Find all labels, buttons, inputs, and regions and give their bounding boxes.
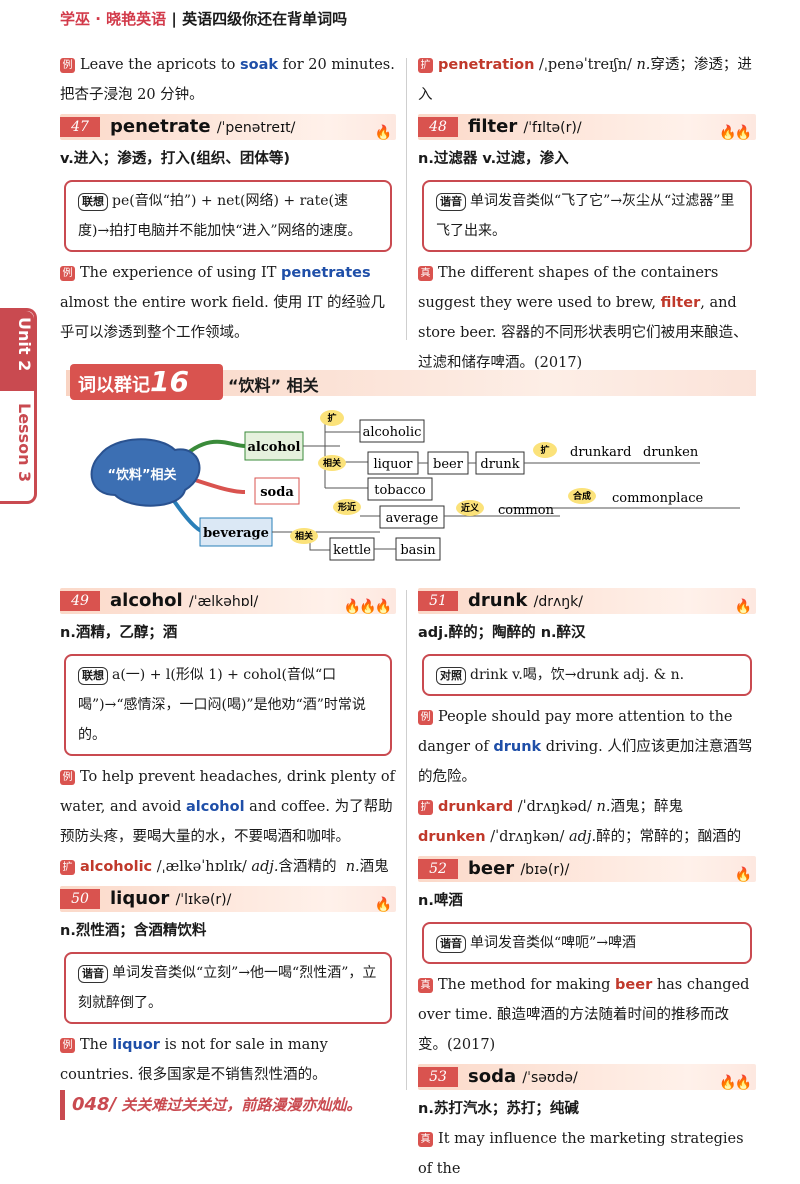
word-header-beer: 52 beer /bɪə(r)/ 🔥 — [418, 856, 756, 883]
word-header-filter: 48 filter /ˈfɪltə(r)/ 🔥🔥 — [418, 114, 756, 141]
word-penetrate: penetrate — [110, 116, 211, 137]
fire-icon: 🔥🔥 — [719, 1075, 752, 1091]
liquor-definition: n.烈性酒；含酒精饮料 — [60, 923, 207, 939]
map-center: “饮料”相关 — [107, 467, 176, 483]
side-lesson: Lesson 3 — [15, 403, 34, 483]
word-header-soda: 53 soda /ˈsəʊdə/ 🔥🔥 — [418, 1064, 756, 1091]
node-liquor: liquor — [373, 457, 413, 472]
alcohol-definition: n.酒精，乙醇；酒 — [60, 625, 178, 641]
word-alcohol: alcohol — [110, 590, 183, 611]
node-alcoholic: alcoholic — [363, 425, 422, 440]
beer-memo-box: 谐音单词发音类似“啤呃”→啤酒 — [422, 922, 752, 964]
fire-icon: 🔥🔥🔥 — [343, 599, 392, 615]
svg-text:相关: 相关 — [323, 457, 341, 469]
word-header-drunk: 51 drunk /drʌŋk/ 🔥 — [418, 588, 756, 615]
page-header: 学巫 · 晓艳英语 | 英语四级你还在背单词吗 — [60, 10, 348, 28]
word-beer: beer — [468, 858, 515, 879]
page-number: 048/ — [72, 1094, 117, 1115]
node-alcohol: alcohol — [247, 440, 300, 455]
word-liquor: liquor — [110, 888, 170, 909]
svg-text:近义: 近义 — [461, 502, 480, 514]
word-header-penetrate: 47 penetrate /ˈpenətreɪt/ 🔥 — [60, 114, 396, 141]
word-drunk: drunk — [468, 590, 528, 611]
filter-memo-box: 谐音单词发音类似“飞了它”→灰尘从“过滤器”里飞了出来。 — [422, 180, 752, 252]
node-drunkard: drunkard — [570, 445, 631, 460]
word-header-alcohol: 49 alcohol /ˈælkəhɒl/ 🔥🔥🔥 — [60, 588, 396, 615]
filter-definition: n.过滤器 v.过滤，渗入 — [418, 151, 569, 167]
word-filter: filter — [468, 116, 518, 137]
fire-icon: 🔥 — [374, 125, 392, 141]
group-subtitle: “饮料” 相关 — [228, 376, 319, 395]
svg-text:形近: 形近 — [338, 501, 356, 513]
footer-bar — [60, 1090, 65, 1120]
side-unit: Unit 2 — [15, 317, 34, 372]
fire-icon: 🔥 — [734, 599, 752, 615]
node-average: average — [386, 511, 439, 526]
svg-text:扩: 扩 — [327, 412, 336, 424]
side-tab: Unit 2 Lesson 3 — [0, 308, 37, 504]
svg-text:扩: 扩 — [540, 444, 549, 456]
fire-icon: 🔥 — [374, 897, 392, 913]
node-drunk: drunk — [480, 457, 519, 472]
node-beer: beer — [433, 457, 464, 472]
penetrate-definition: v.进入；渗透，打入(组织、团体等) — [60, 151, 291, 167]
soda-definition: n.苏打汽水；苏打；纯碱 — [418, 1101, 579, 1117]
node-beverage: beverage — [203, 526, 269, 541]
header-brand: 学巫 · 晓艳英语 — [60, 10, 167, 28]
drunken-extension: drunken /ˈdrʌŋkən/ adj.醉的；常醉的；酗酒的 — [418, 829, 742, 845]
header-title: 英语四级你还在背单词吗 — [182, 10, 348, 28]
beer-definition: n.啤酒 — [418, 893, 463, 909]
word-header-liquor: 50 liquor /ˈlɪkə(r)/ 🔥 — [60, 886, 396, 913]
node-tobacco: tobacco — [374, 483, 426, 498]
node-kettle: kettle — [333, 543, 371, 558]
fire-icon: 🔥 — [734, 867, 752, 883]
fire-icon: 🔥🔥 — [719, 125, 752, 141]
liquor-memo-box: 谐音单词发音类似“立刻”→他一喝“烈性酒”，立刻就醉倒了。 — [64, 952, 392, 1024]
svg-text:合成: 合成 — [573, 490, 591, 502]
node-common: common — [498, 503, 555, 518]
node-drunken: drunken — [643, 445, 699, 460]
drunk-definition: adj.醉的；陶醉的 n.醉汉 — [418, 625, 586, 641]
mind-map: “饮料”相关 alcohol soda beverage alcoholic l… — [90, 410, 740, 561]
node-basin: basin — [400, 543, 436, 558]
page-footer: 048/ 关关难过关关过，前路漫漫亦灿灿。 — [72, 1094, 361, 1115]
node-soda: soda — [260, 485, 294, 500]
svg-text:相关: 相关 — [295, 530, 313, 542]
node-commonplace: commonplace — [612, 491, 703, 506]
footer-motto: 关关难过关关过，前路漫漫亦灿灿。 — [121, 1096, 362, 1114]
word-soda: soda — [468, 1066, 517, 1087]
group-title: 词以群记16 — [70, 364, 223, 400]
